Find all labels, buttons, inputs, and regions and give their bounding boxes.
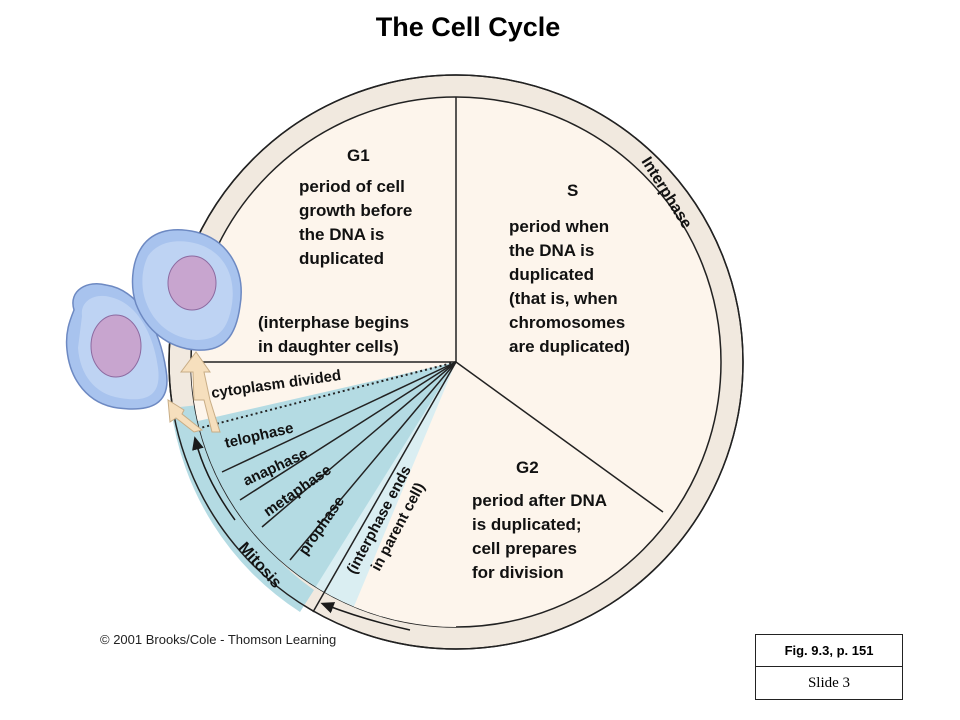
copyright-text: © 2001 Brooks/Cole - Thomson Learning [100, 632, 337, 647]
nucleus [167, 255, 217, 311]
phase-dividers [193, 97, 664, 613]
daughter-cell-2 [131, 229, 242, 351]
cytoplasm-wedge [191, 362, 456, 432]
nucleus [90, 314, 142, 378]
g1-desc: period of cell growth before the DNA is … [299, 177, 417, 268]
page-title: The Cell Cycle [375, 12, 561, 42]
slide-number: Slide 3 [807, 675, 851, 691]
figure-reference-box: Fig. 9.3, p. 151 Slide 3 [755, 634, 903, 700]
s-desc: period when the DNA is duplicated (that … [509, 217, 630, 356]
mitosis-ring-segment [171, 404, 314, 612]
s-heading: S [567, 181, 578, 200]
daughter-cell-arrow-1 [180, 351, 221, 433]
mitosis-direction-arrow [192, 436, 236, 521]
cycle-direction-arrow [320, 602, 411, 631]
figure-reference: Fig. 9.3, p. 151 [756, 635, 902, 667]
daughter-cell-arrow-2 [167, 399, 204, 433]
g2-desc: period after DNA is duplicated; cell pre… [472, 491, 611, 582]
g2-heading: G2 [516, 458, 539, 477]
g1-heading: G1 [347, 146, 370, 165]
g1-note: (interphase begins in daughter cells) [258, 313, 414, 356]
